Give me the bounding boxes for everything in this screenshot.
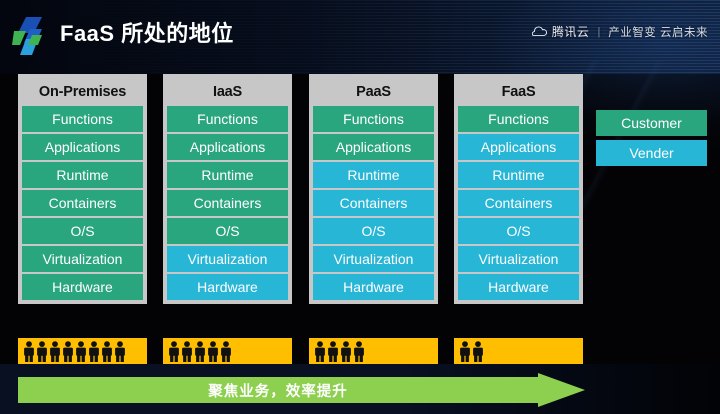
person-icon — [327, 340, 339, 362]
layer-cell-hardware: Hardware — [313, 274, 434, 300]
column-title: On-Premises — [38, 84, 127, 100]
person-icon — [340, 340, 352, 362]
page-title: FaaS 所处的地位 — [60, 21, 234, 46]
legend-item-customer: Customer — [596, 110, 707, 136]
layer-cell-os: O/S — [167, 218, 288, 244]
brand-mark: 腾讯云 | 产业智变 云启未来 — [531, 23, 708, 40]
person-icon — [62, 340, 74, 362]
column-title: FaaS — [501, 84, 536, 100]
person-icon — [353, 340, 365, 362]
person-icon — [168, 340, 180, 362]
brand-divider: | — [597, 25, 601, 38]
slide-header: FaaS 所处的地位 腾讯云 | 产业智变 云启未来 — [0, 0, 720, 68]
cloud-icon — [531, 26, 547, 37]
layer-cell-functions: Functions — [458, 106, 579, 132]
person-icon — [220, 340, 232, 362]
person-icon — [23, 340, 35, 362]
layer-cell-applications: Applications — [313, 134, 434, 160]
person-icon — [36, 340, 48, 362]
layer-cell-functions: Functions — [22, 106, 143, 132]
layer-cell-containers: Containers — [458, 190, 579, 216]
layer-cell-containers: Containers — [22, 190, 143, 216]
layer-cell-hardware: Hardware — [167, 274, 288, 300]
layer-cell-os: O/S — [313, 218, 434, 244]
brand-slogan: 产业智变 云启未来 — [608, 26, 708, 39]
stack-column-on-premises: On-Premises Functions Applications Runti… — [18, 74, 147, 304]
layer-cell-runtime: Runtime — [167, 162, 288, 188]
legend-item-vender: Vender — [596, 140, 707, 166]
column-title: IaaS — [212, 84, 243, 100]
layer-cell-os: O/S — [22, 218, 143, 244]
person-icon — [207, 340, 219, 362]
person-icon — [114, 340, 126, 362]
person-icon — [101, 340, 113, 362]
layer-cell-os: O/S — [458, 218, 579, 244]
people-bar-faas — [454, 338, 583, 364]
legend: Customer Vender — [596, 110, 707, 170]
layer-cell-applications: Applications — [167, 134, 288, 160]
layer-cell-virtualization: Virtualization — [458, 246, 579, 272]
layer-cell-runtime: Runtime — [313, 162, 434, 188]
stack-column-iaas: IaaS Functions Applications Runtime Cont… — [163, 74, 292, 304]
person-icon — [314, 340, 326, 362]
brand-name: 腾讯云 — [551, 25, 590, 39]
layer-cell-applications: Applications — [458, 134, 579, 160]
person-icon — [194, 340, 206, 362]
layer-cell-hardware: Hardware — [458, 274, 579, 300]
layer-cell-runtime: Runtime — [22, 162, 143, 188]
person-icon — [75, 340, 87, 362]
layer-cell-applications: Applications — [22, 134, 143, 160]
stack-column-paas: PaaS Functions Applications Runtime Cont… — [309, 74, 438, 304]
people-bar-paas — [309, 338, 438, 364]
layer-cell-functions: Functions — [167, 106, 288, 132]
people-bar-on-premises — [18, 338, 147, 364]
people-bar-iaas — [163, 338, 292, 364]
layer-cell-functions: Functions — [313, 106, 434, 132]
person-icon — [181, 340, 193, 362]
layer-cell-containers: Containers — [313, 190, 434, 216]
layer-cell-hardware: Hardware — [22, 274, 143, 300]
person-icon — [459, 340, 471, 362]
person-icon — [472, 340, 484, 362]
stack-column-faas: FaaS Functions Applications Runtime Cont… — [454, 74, 583, 304]
column-title: PaaS — [356, 84, 391, 100]
layer-cell-virtualization: Virtualization — [167, 246, 288, 272]
arrow-shape — [18, 373, 585, 407]
person-icon — [88, 340, 100, 362]
layer-cell-runtime: Runtime — [458, 162, 579, 188]
layer-cell-virtualization: Virtualization — [313, 246, 434, 272]
background-stripe-texture-top — [0, 0, 720, 74]
layer-cell-containers: Containers — [167, 190, 288, 216]
tencent-cloud-logo-icon — [12, 15, 56, 57]
person-icon — [49, 340, 61, 362]
trend-arrow: 聚焦业务，效率提升 — [18, 373, 585, 407]
layer-cell-virtualization: Virtualization — [22, 246, 143, 272]
